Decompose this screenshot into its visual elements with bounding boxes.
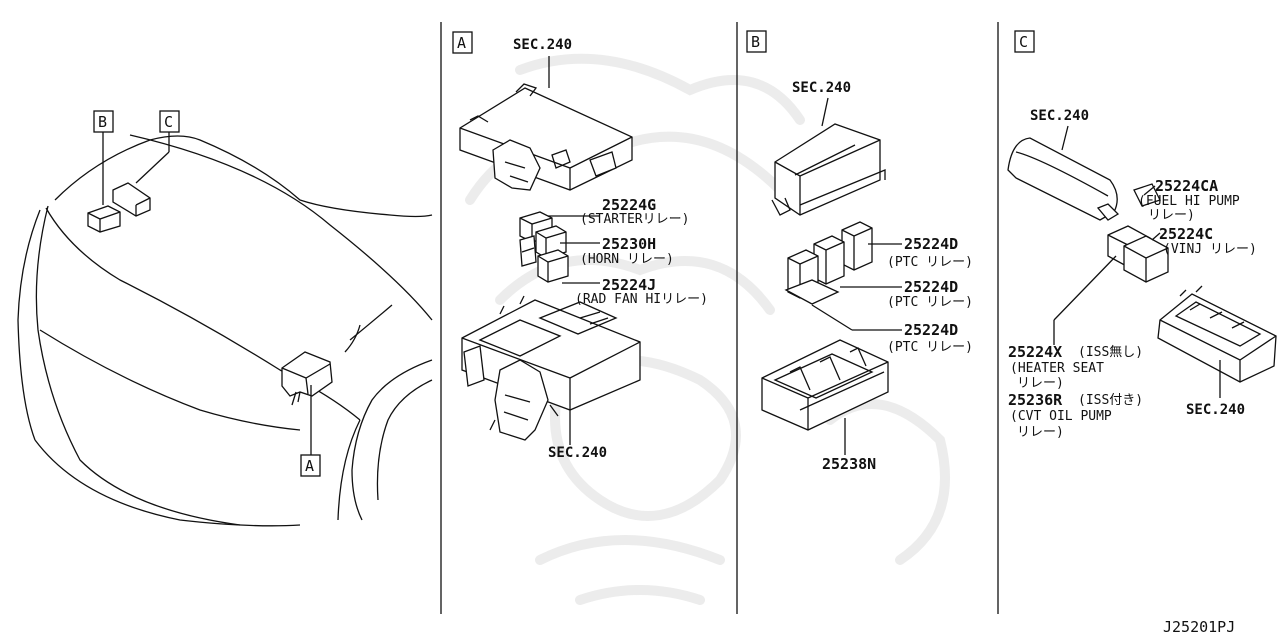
- part-25236r-line2: リレー): [1017, 425, 1064, 440]
- part-25224d-1-number: 25224D: [904, 235, 958, 253]
- panel-c-tag: C: [1019, 33, 1028, 51]
- part-25224c-number: 25224C: [1159, 225, 1213, 243]
- part-25224ca-line1: (FUEL HI PUMP: [1138, 194, 1240, 209]
- panel-c-sec-top: SEC.240: [1030, 108, 1089, 124]
- relay-25224d-1: [841, 221, 873, 271]
- part-25224d-2-note: (PTC リレー): [887, 295, 973, 310]
- part-25224g-note: (STARTERリレー): [580, 212, 689, 227]
- relay-25224ca: [1133, 183, 1161, 207]
- part-25224d-3-number: 25224D: [904, 321, 958, 339]
- part-25236r-note: (ISS付き): [1078, 393, 1143, 408]
- callout-box-b: [93, 110, 114, 133]
- part-25224d-3-note: (PTC リレー): [887, 340, 973, 355]
- part-25224d-2-number: 25224D: [904, 278, 958, 296]
- part-25230h-note: (HORN リレー): [580, 252, 674, 267]
- panel-a-sec-top: SEC.240: [513, 37, 572, 53]
- part-25224x-line2: リレー): [1017, 376, 1064, 391]
- part-25224j-number: 25224J: [602, 276, 656, 294]
- leader-25224x-a: [1053, 255, 1117, 321]
- vehicle-outline: [17, 134, 433, 527]
- relay-box-c-small: [112, 182, 151, 217]
- relay-block-25238n: [761, 339, 889, 431]
- part-25224x-line1: (HEATER SEAT: [1010, 361, 1104, 376]
- relay-cover-b: [771, 123, 886, 216]
- callout-c: C: [164, 113, 173, 131]
- leader-25224c: [1151, 232, 1161, 241]
- part-25224j-note: (RAD FAN HIリレー): [575, 292, 708, 307]
- relay-25224d-3: [784, 249, 840, 305]
- callout-a: A: [305, 457, 314, 475]
- fuse-block-a-small: [281, 351, 333, 406]
- part-25224ca-line2: リレー): [1148, 208, 1195, 223]
- fuse-block-a: [461, 295, 641, 441]
- panel-b-tag: B: [751, 33, 760, 51]
- callout-box-a: [300, 454, 321, 477]
- relay-box-b-small: [87, 205, 121, 233]
- part-25224ca-number: 25224CA: [1155, 177, 1218, 195]
- part-25236r-number: 25236R: [1008, 391, 1063, 409]
- part-25230h-number: 25230H: [602, 235, 656, 253]
- callout-b: B: [98, 113, 107, 131]
- part-25238n-number: 25238N: [822, 455, 876, 473]
- part-25224x-number: 25224X: [1008, 343, 1062, 361]
- part-25224d-1-note: (PTC リレー): [887, 255, 973, 270]
- part-25224c-note: (VINJ リレー): [1163, 242, 1257, 257]
- panel-a-tag-box: [452, 31, 473, 54]
- part-25236r-line1: (CVT OIL PUMP: [1010, 409, 1112, 424]
- leader-b-sec-top: [821, 97, 829, 127]
- relay-pair-c: [1107, 225, 1169, 283]
- panel-c-tag-box: [1014, 30, 1035, 53]
- part-25224x-note: (ISS無し): [1078, 345, 1143, 360]
- leader-25224d-3a: [811, 304, 853, 331]
- leader-25224ca: [1143, 185, 1156, 196]
- leader-c-sec-top: [1061, 125, 1069, 151]
- fuse-block-c: [1157, 285, 1277, 383]
- leader-c2: [135, 151, 170, 184]
- callout-box-c: [159, 110, 180, 133]
- panel-b-sec-top: SEC.240: [792, 80, 851, 96]
- panel-a-tag: A: [457, 34, 466, 52]
- panel-a-sec-bottom: SEC.240: [548, 445, 607, 461]
- relay-cover-c: [1007, 137, 1120, 221]
- diagram-id: J25201PJ: [1163, 618, 1235, 636]
- module-housing-a: [459, 83, 633, 191]
- relay-25224j: [537, 249, 569, 283]
- panel-c-sec-bottom: SEC.240: [1186, 402, 1245, 418]
- panel-b-tag-box: [746, 30, 767, 53]
- part-25224g-number: 25224G: [602, 196, 656, 214]
